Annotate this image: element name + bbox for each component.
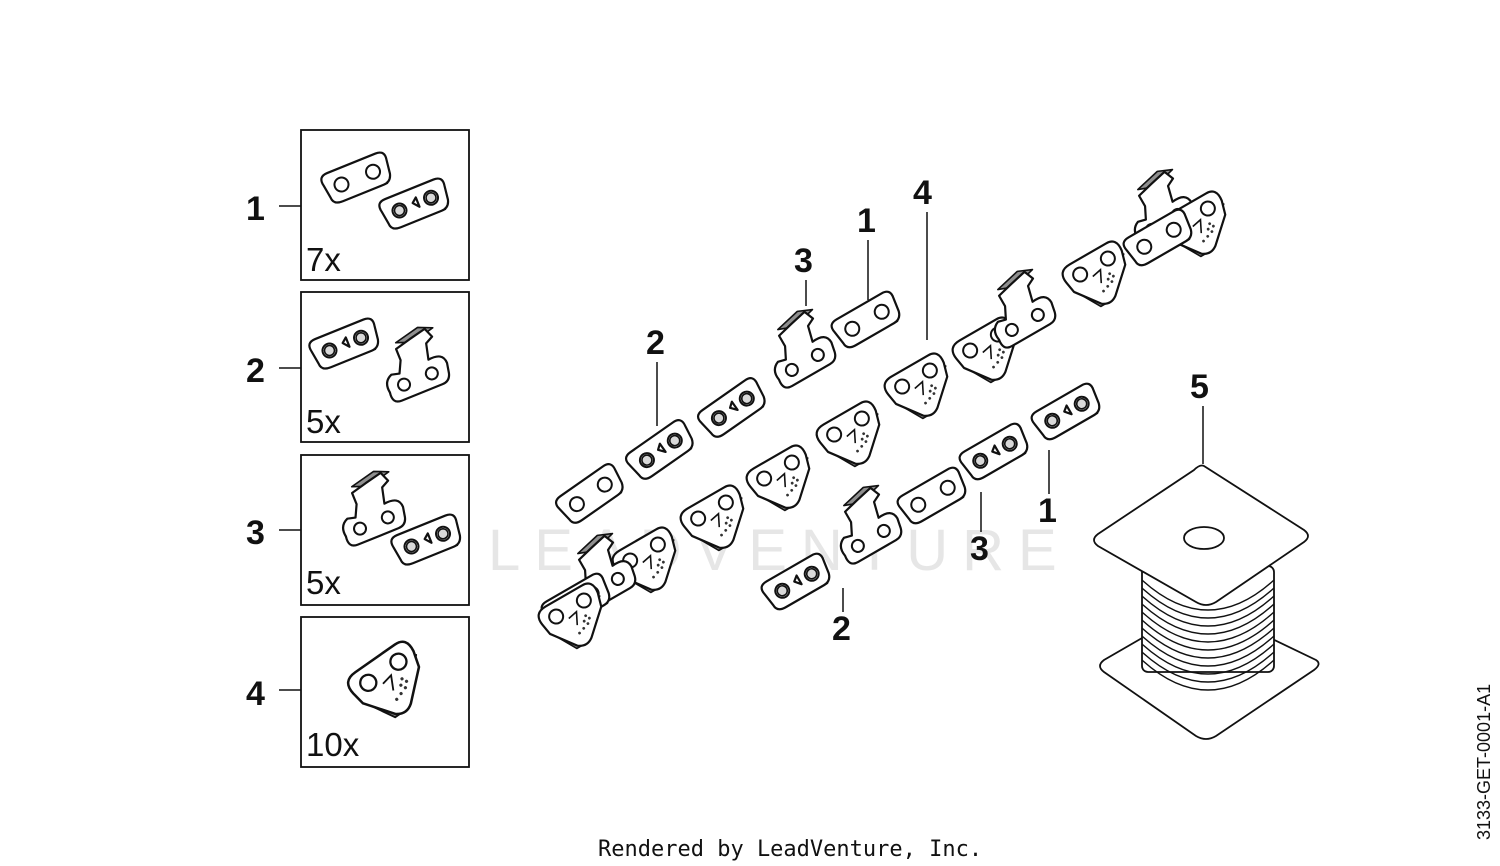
callout-spool: 5 xyxy=(1190,368,1209,406)
spool-hub xyxy=(1183,526,1225,550)
legend-quantity-3: 5x xyxy=(306,564,341,601)
callout-drive-link: 4 xyxy=(913,174,932,212)
legend-callout-1: 1 xyxy=(246,190,265,228)
callout-upper-cutter: 3 xyxy=(794,242,813,280)
chain-spool xyxy=(1093,464,1320,740)
legend-row-2: 2 5x xyxy=(246,291,470,443)
legend-callout-2: 2 xyxy=(246,352,265,390)
document-code: 3133-GET-0001-A1 xyxy=(1474,684,1494,840)
legend-row-3: 3 5x xyxy=(246,454,470,606)
legend-callout-3: 3 xyxy=(246,514,265,552)
legend-quantity-1: 7x xyxy=(306,241,341,278)
footer-credit: Rendered by LeadVenture, Inc. xyxy=(598,837,982,862)
callout-upper-drive-pair: 2 xyxy=(646,324,665,362)
legend-quantity-4: 10x xyxy=(306,726,360,763)
legend-callout-4: 4 xyxy=(246,675,265,713)
callout-lower-side-link: 1 xyxy=(1038,492,1057,530)
legend-row-1: 1 7x xyxy=(246,129,470,281)
callout-lower-drive-pair: 2 xyxy=(832,610,851,648)
legend-row-4: 4 10x xyxy=(246,616,470,768)
legend-quantity-2: 5x xyxy=(306,403,341,440)
callout-lower-cutter: 3 xyxy=(970,530,989,568)
chain-assembly-upper xyxy=(533,163,1243,660)
callout-upper-side-link: 1 xyxy=(857,202,876,240)
chain-callouts: 3 1 4 2 2 3 1 5 xyxy=(646,174,1209,648)
